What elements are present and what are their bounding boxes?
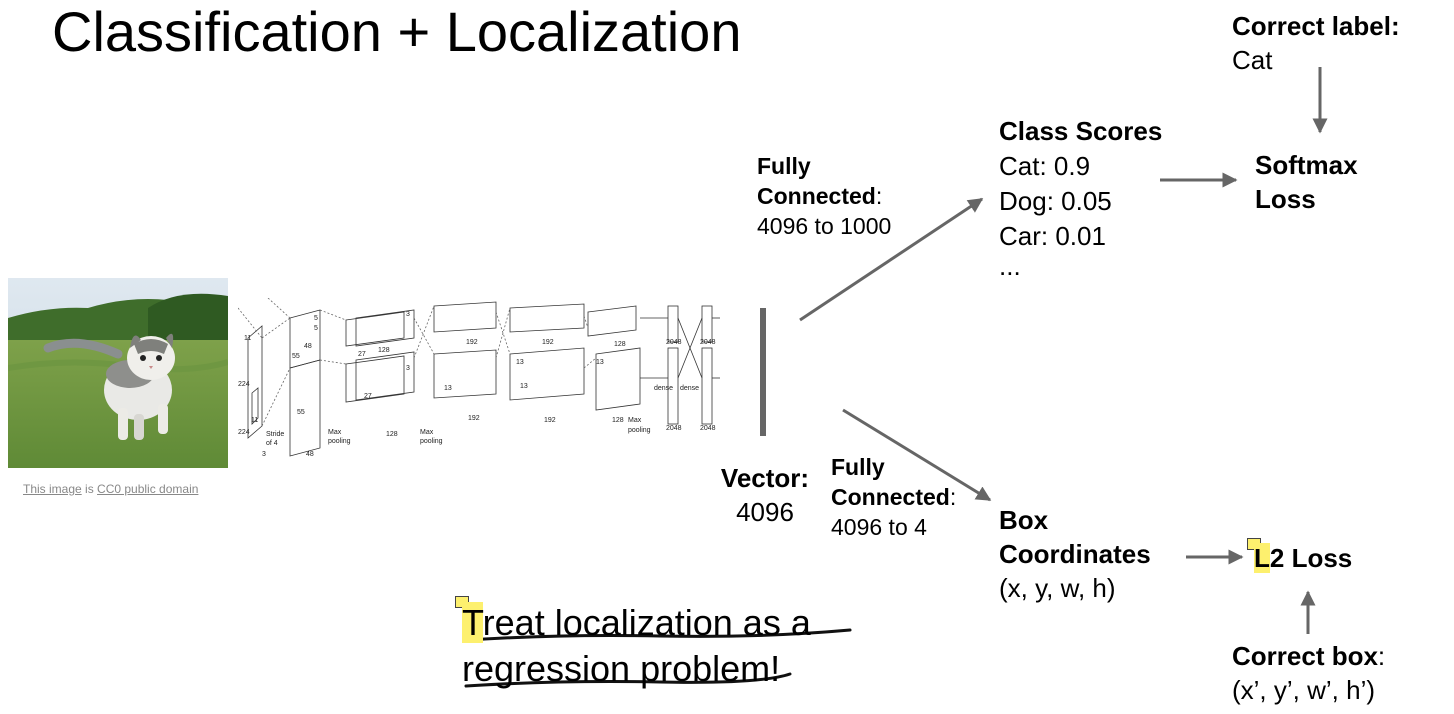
net-label: pooling xyxy=(328,438,351,445)
fc-bottom-line2: Connected xyxy=(831,484,950,510)
net-label: 224 xyxy=(238,381,250,388)
arrow-to-class-scores xyxy=(799,197,984,322)
correct-box-colon: : xyxy=(1377,641,1386,671)
net-label: 48 xyxy=(304,343,312,350)
vector-heading: Vector: xyxy=(720,463,810,493)
net-label: dense xyxy=(680,385,699,392)
net-label: 2048 xyxy=(700,339,716,346)
correct-label: Correct label: Cat xyxy=(1232,9,1400,77)
fc-top-line3: 4096 to 1000 xyxy=(757,213,892,239)
vector-label: Vector: 4096 xyxy=(712,461,818,529)
net-label: 2048 xyxy=(666,339,682,346)
net-label: Max xyxy=(420,429,434,436)
net-label: 27 xyxy=(364,393,372,400)
net-label: 13 xyxy=(596,359,604,366)
box-coordinates: Box Coordinates (x, y, w, h) xyxy=(999,503,1151,605)
net-label: 2048 xyxy=(700,425,716,432)
page-title: Classification + Localization xyxy=(52,0,742,63)
note-line2: regression problem xyxy=(462,648,771,689)
net-label: 128 xyxy=(612,417,624,424)
fc-top-line2: Connected xyxy=(757,183,876,209)
net-label: 128 xyxy=(386,431,398,438)
net-label: 3 xyxy=(406,365,410,372)
correct-label-value: Cat xyxy=(1232,45,1273,75)
class-score-item: Dog: 0.05 xyxy=(999,186,1112,216)
net-label: dense xyxy=(654,385,673,392)
fc-top-line1: Fully xyxy=(757,153,811,179)
l2-loss: L2 Loss xyxy=(1254,541,1352,575)
net-label: 3 xyxy=(406,311,410,318)
softmax-line1: Softmax xyxy=(1255,150,1358,180)
regression-note: Treat localization as a regression probl… xyxy=(462,600,811,692)
net-label: 128 xyxy=(614,341,626,348)
net-label: 11 xyxy=(251,417,258,424)
net-label: Max xyxy=(328,429,342,436)
net-label: 3 xyxy=(262,451,266,458)
credit-mid-text: is xyxy=(81,482,98,496)
arrow-to-box-coords xyxy=(842,408,992,502)
cnn-architecture-diagram: 224 224 11 11 3 Stride of 4 55 55 48 48 … xyxy=(237,297,720,460)
net-label: 192 xyxy=(466,339,478,346)
note-line1: reat localization as a xyxy=(482,602,811,643)
class-score-item: Cat: 0.9 xyxy=(999,151,1091,181)
box-coords-line1: Box xyxy=(999,505,1049,535)
box-coords-line2: Coordinates xyxy=(999,539,1151,569)
net-label: 13 xyxy=(444,385,452,392)
net-label: 13 xyxy=(516,359,524,366)
fc-top-colon: : xyxy=(875,183,883,209)
correct-label-heading: Correct label: xyxy=(1232,11,1400,41)
fc-top-label: Fully Connected: 4096 to 1000 xyxy=(757,151,891,241)
net-label: Max xyxy=(628,417,642,424)
box-coords-line3: (x, y, w, h) xyxy=(999,573,1116,603)
net-label: 27 xyxy=(358,351,366,358)
cat-photo xyxy=(8,278,228,468)
l2-rest: 2 Loss xyxy=(1269,543,1353,573)
credit-link-image[interactable]: This image xyxy=(23,482,82,496)
correct-box-value: (x’, y’, w’, h’) xyxy=(1232,675,1375,705)
fc-bottom-label: Fully Connected: 4096 to 4 xyxy=(831,452,956,542)
net-label: Stride xyxy=(266,431,284,438)
net-label: 55 xyxy=(292,353,300,360)
correct-box: Correct box: (x’, y’, w’, h’) xyxy=(1232,639,1385,707)
fc-bottom-colon: : xyxy=(949,484,957,510)
net-label: 192 xyxy=(542,339,554,346)
net-label: 55 xyxy=(297,409,305,416)
l2-highlight-letter: L xyxy=(1254,543,1270,573)
handwritten-underline-2 xyxy=(464,672,792,688)
net-label: 2048 xyxy=(666,425,682,432)
correct-box-heading: Correct box xyxy=(1232,641,1378,671)
class-scores-heading: Class Scores xyxy=(999,116,1163,146)
credit-link-license[interactable]: CC0 public domain xyxy=(97,482,199,496)
softmax-line2: Loss xyxy=(1255,184,1316,214)
net-label: 5 xyxy=(314,325,318,332)
class-score-item: ... xyxy=(999,251,1021,281)
net-label: 192 xyxy=(468,415,480,422)
class-score-item: Car: 0.01 xyxy=(999,221,1106,251)
net-label: 48 xyxy=(306,451,314,458)
net-label: pooling xyxy=(628,427,651,434)
note-end: ! xyxy=(770,648,781,689)
net-label: 5 xyxy=(314,315,318,322)
image-credit: This image is CC0 public domain xyxy=(23,482,198,496)
class-scores: Class Scores Cat: 0.9 Dog: 0.05 Car: 0.0… xyxy=(999,114,1163,281)
net-label: 13 xyxy=(520,383,528,390)
vector-value: 4096 xyxy=(736,497,794,527)
net-label: 11 xyxy=(244,335,251,342)
net-label: 224 xyxy=(238,429,250,436)
net-label: 128 xyxy=(378,347,390,354)
handwritten-underline-1 xyxy=(468,628,852,642)
fc-bottom-line3: 4096 to 4 xyxy=(831,514,927,540)
softmax-loss: Softmax Loss xyxy=(1255,148,1358,216)
net-label: pooling xyxy=(420,438,443,445)
feature-vector-bar xyxy=(760,308,766,436)
note-highlight-letter: T xyxy=(462,602,483,643)
net-label: 192 xyxy=(544,417,556,424)
fc-bottom-line1: Fully xyxy=(831,454,885,480)
net-label: of 4 xyxy=(266,440,278,447)
